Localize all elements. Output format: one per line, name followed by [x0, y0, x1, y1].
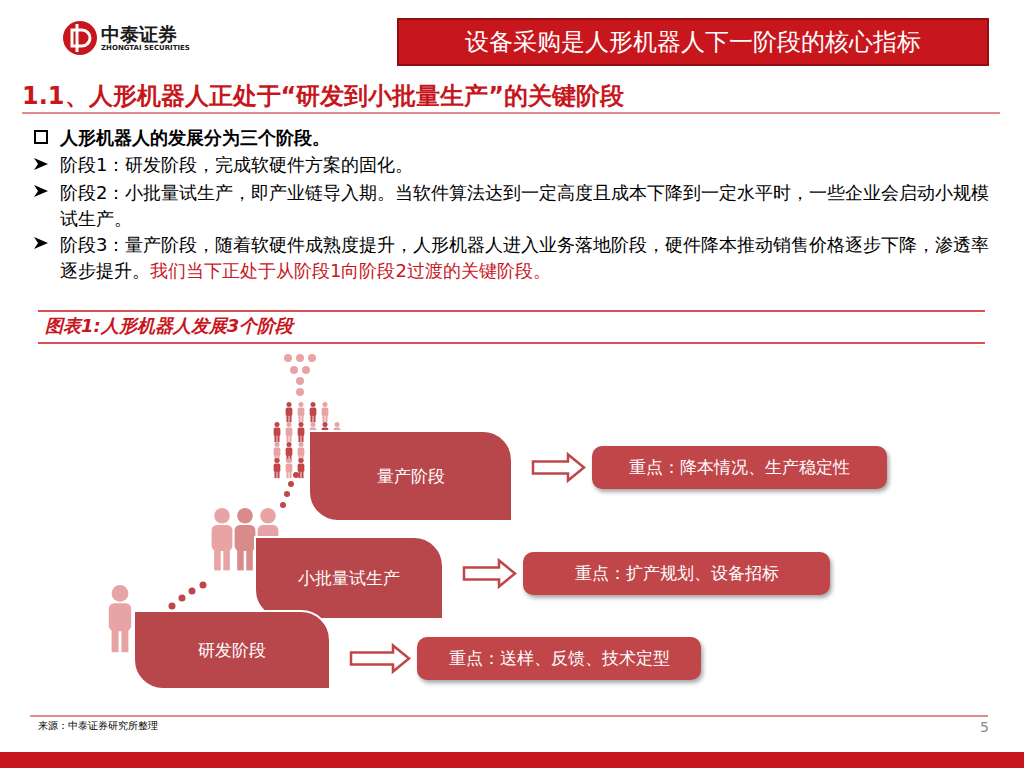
- caption-rule: [38, 342, 985, 344]
- person-icon: [109, 585, 131, 652]
- path-dot: [308, 354, 316, 362]
- person-icon: [286, 442, 293, 462]
- figure-caption-box: 图表1:人形机器人发展3个阶段: [45, 314, 645, 338]
- label-text: ZHONGTAI SECURITIES: [101, 44, 190, 52]
- node-text: 研发阶段: [198, 639, 266, 662]
- block-arrow: [533, 455, 584, 481]
- text-block: ZHONGTAI SECURITIES: [101, 44, 221, 52]
- stage-box: 研发阶段: [133, 610, 331, 690]
- path-dot: [200, 582, 207, 589]
- node-text: 重点：扩产规划、设备招标: [575, 562, 779, 585]
- text-block: 来源：中泰证券研究所整理: [38, 719, 338, 733]
- label-text: 来源：中泰证券研究所整理: [38, 720, 158, 731]
- block-arrow: [464, 561, 515, 587]
- label-text: 我们当下正处于从阶段1向阶段2过渡的关键阶段。: [150, 260, 551, 281]
- text-block: 1.1、人形机器人正处于“研发到小批量生产”的关键阶段: [22, 80, 922, 112]
- stage-box: 小批量试生产: [254, 536, 444, 620]
- person-icon: [298, 442, 305, 462]
- bullet-arrows: [34, 158, 48, 249]
- path-dot: [284, 491, 290, 497]
- label-text: 阶段1：研发阶段，完成软硬件方案的固化。: [60, 154, 413, 175]
- person-icon: [286, 402, 293, 422]
- text-block: 人形机器人的发展分为三个阶段。: [60, 126, 760, 150]
- text-block: 阶段2：小批量试生产，即产业链导入期。当软件算法达到一定高度且成本下降到一定水平…: [60, 180, 995, 232]
- node-text: 重点：送样、反馈、技术定型: [449, 647, 670, 670]
- path-dot: [169, 603, 176, 610]
- person-icon: [274, 442, 281, 462]
- label-text: 1.1、人形机器人正处于“研发到小批量生产”的关键阶段: [22, 82, 624, 110]
- person-icon: [298, 422, 305, 442]
- label-text: 人形机器人的发展分为三个阶段。: [60, 127, 330, 148]
- path-dot: [293, 472, 299, 478]
- logo-mark: [63, 21, 97, 55]
- block-arrow: [351, 646, 409, 672]
- path-dot: [290, 366, 298, 374]
- label-text: 中泰证券: [101, 23, 177, 45]
- caption-rule: [38, 310, 985, 312]
- person-icon: [322, 402, 329, 422]
- person-icon: [286, 422, 293, 442]
- path-dot: [189, 588, 196, 595]
- path-dot: [296, 354, 304, 362]
- person-icon: [235, 508, 256, 570]
- stage-box: 量产阶段: [308, 430, 513, 522]
- title-text: 设备采购是人形机器人下一阶段的核心指标: [465, 26, 921, 58]
- path-dot: [302, 366, 310, 374]
- text-block: 阶段3：量产阶段，随着软硬件成熟度提升，人形机器人进入业务落地阶段，硬件降本推动…: [60, 232, 995, 284]
- text-block: 5: [980, 719, 1010, 735]
- node-text: 量产阶段: [377, 465, 445, 488]
- path-dot: [296, 377, 304, 385]
- label-text: 阶段2：小批量试生产，即产业链导入期。当软件算法达到一定高度且成本下降到一定水平…: [60, 182, 989, 229]
- path-dot: [296, 388, 304, 396]
- title-banner: [398, 19, 988, 65]
- person-icon: [310, 402, 317, 422]
- heading-rule: [22, 113, 1000, 114]
- person-icon: [298, 402, 305, 422]
- text-block: 阶段1：研发阶段，完成软硬件方案的固化。: [60, 153, 990, 177]
- focus-box: 重点：降本情况、生产稳定性: [592, 446, 887, 489]
- person-icon: [274, 458, 281, 478]
- footer-bar: [0, 752, 1024, 768]
- person-icon: [286, 458, 293, 478]
- focus-box: 重点：扩产规划、设备招标: [523, 552, 830, 595]
- person-icon: [212, 508, 233, 570]
- path-dot: [179, 595, 186, 602]
- figure-caption: 图表1:人形机器人发展3个阶段: [45, 315, 293, 336]
- bullet-square: [35, 131, 47, 143]
- node-text: 重点：降本情况、生产稳定性: [629, 456, 850, 479]
- person-icon: [274, 422, 281, 442]
- label-text: 5: [980, 719, 989, 735]
- path-dot: [280, 502, 286, 508]
- path-dot: [284, 354, 292, 362]
- node-text: 小批量试生产: [298, 567, 400, 590]
- title-box: 设备采购是人形机器人下一阶段的核心指标: [398, 19, 988, 65]
- focus-box: 重点：送样、反馈、技术定型: [417, 637, 701, 680]
- footer-rule: [30, 716, 988, 717]
- path-dot: [288, 481, 294, 487]
